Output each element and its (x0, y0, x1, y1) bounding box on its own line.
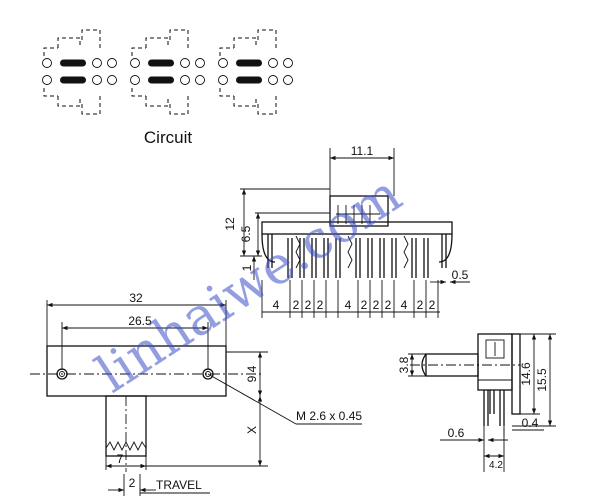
pitch-label: 2 (429, 298, 436, 312)
pitch-label: 4 (345, 298, 352, 312)
dim-side-height-total: 15.5 (535, 368, 549, 392)
dim-hole-height: 9.4 (245, 365, 259, 382)
travel-label: TRAVEL (156, 478, 202, 492)
front-view: 32 26.5 9.4 X M 2.6 x 0.45 7 (30, 291, 362, 496)
dim-pin-offset-side: 0.4 (522, 416, 539, 430)
pitch-label: 2 (305, 298, 312, 312)
circuit-pole-3 (218, 29, 293, 115)
dim-length: 32 (129, 291, 143, 305)
dim-height-body: 6.5 (239, 225, 253, 242)
side-view: 3.8 14.6 15.5 0.6 0.4 4.2 (397, 333, 556, 472)
dim-pin-offset: 1 (240, 264, 254, 271)
pitch-label: 2 (417, 298, 424, 312)
thread-callout: M 2.6 x 0.45 (296, 409, 362, 423)
dim-knob-height: 3.8 (397, 356, 411, 373)
pitch-labels: 4 2 2 2 4 2 2 2 4 2 2 (273, 298, 436, 312)
dim-height-total: 12 (223, 217, 237, 231)
pitch-label: 2 (317, 298, 324, 312)
pitch-label: 2 (373, 298, 380, 312)
pitch-label: 2 (385, 298, 392, 312)
dim-width-top: 11.1 (351, 144, 374, 158)
pitch-label: 4 (273, 298, 280, 312)
dim-travel-distance: 2 (129, 476, 136, 490)
pitch-label: 2 (361, 298, 368, 312)
circuit-pole-1 (42, 29, 117, 115)
dim-pin-pitch-side: 4.2 (489, 460, 503, 471)
top-view: 11.1 12 6.5 1 (223, 144, 470, 318)
pitch-label: 4 (401, 298, 408, 312)
dim-mounting-pitch: 26.5 (128, 314, 152, 328)
circuit-pole-2 (130, 29, 205, 115)
circuit-schematic: Circuit (42, 29, 293, 147)
dim-side-height-body: 14.6 (519, 362, 533, 386)
dim-pin-thickness: 0.5 (452, 268, 469, 282)
pitch-label: 2 (293, 298, 300, 312)
circuit-label: Circuit (144, 128, 192, 147)
dim-pin-width: 0.6 (448, 426, 465, 440)
dim-x: X (245, 426, 259, 434)
dim-travel-width: 7 (117, 452, 124, 466)
